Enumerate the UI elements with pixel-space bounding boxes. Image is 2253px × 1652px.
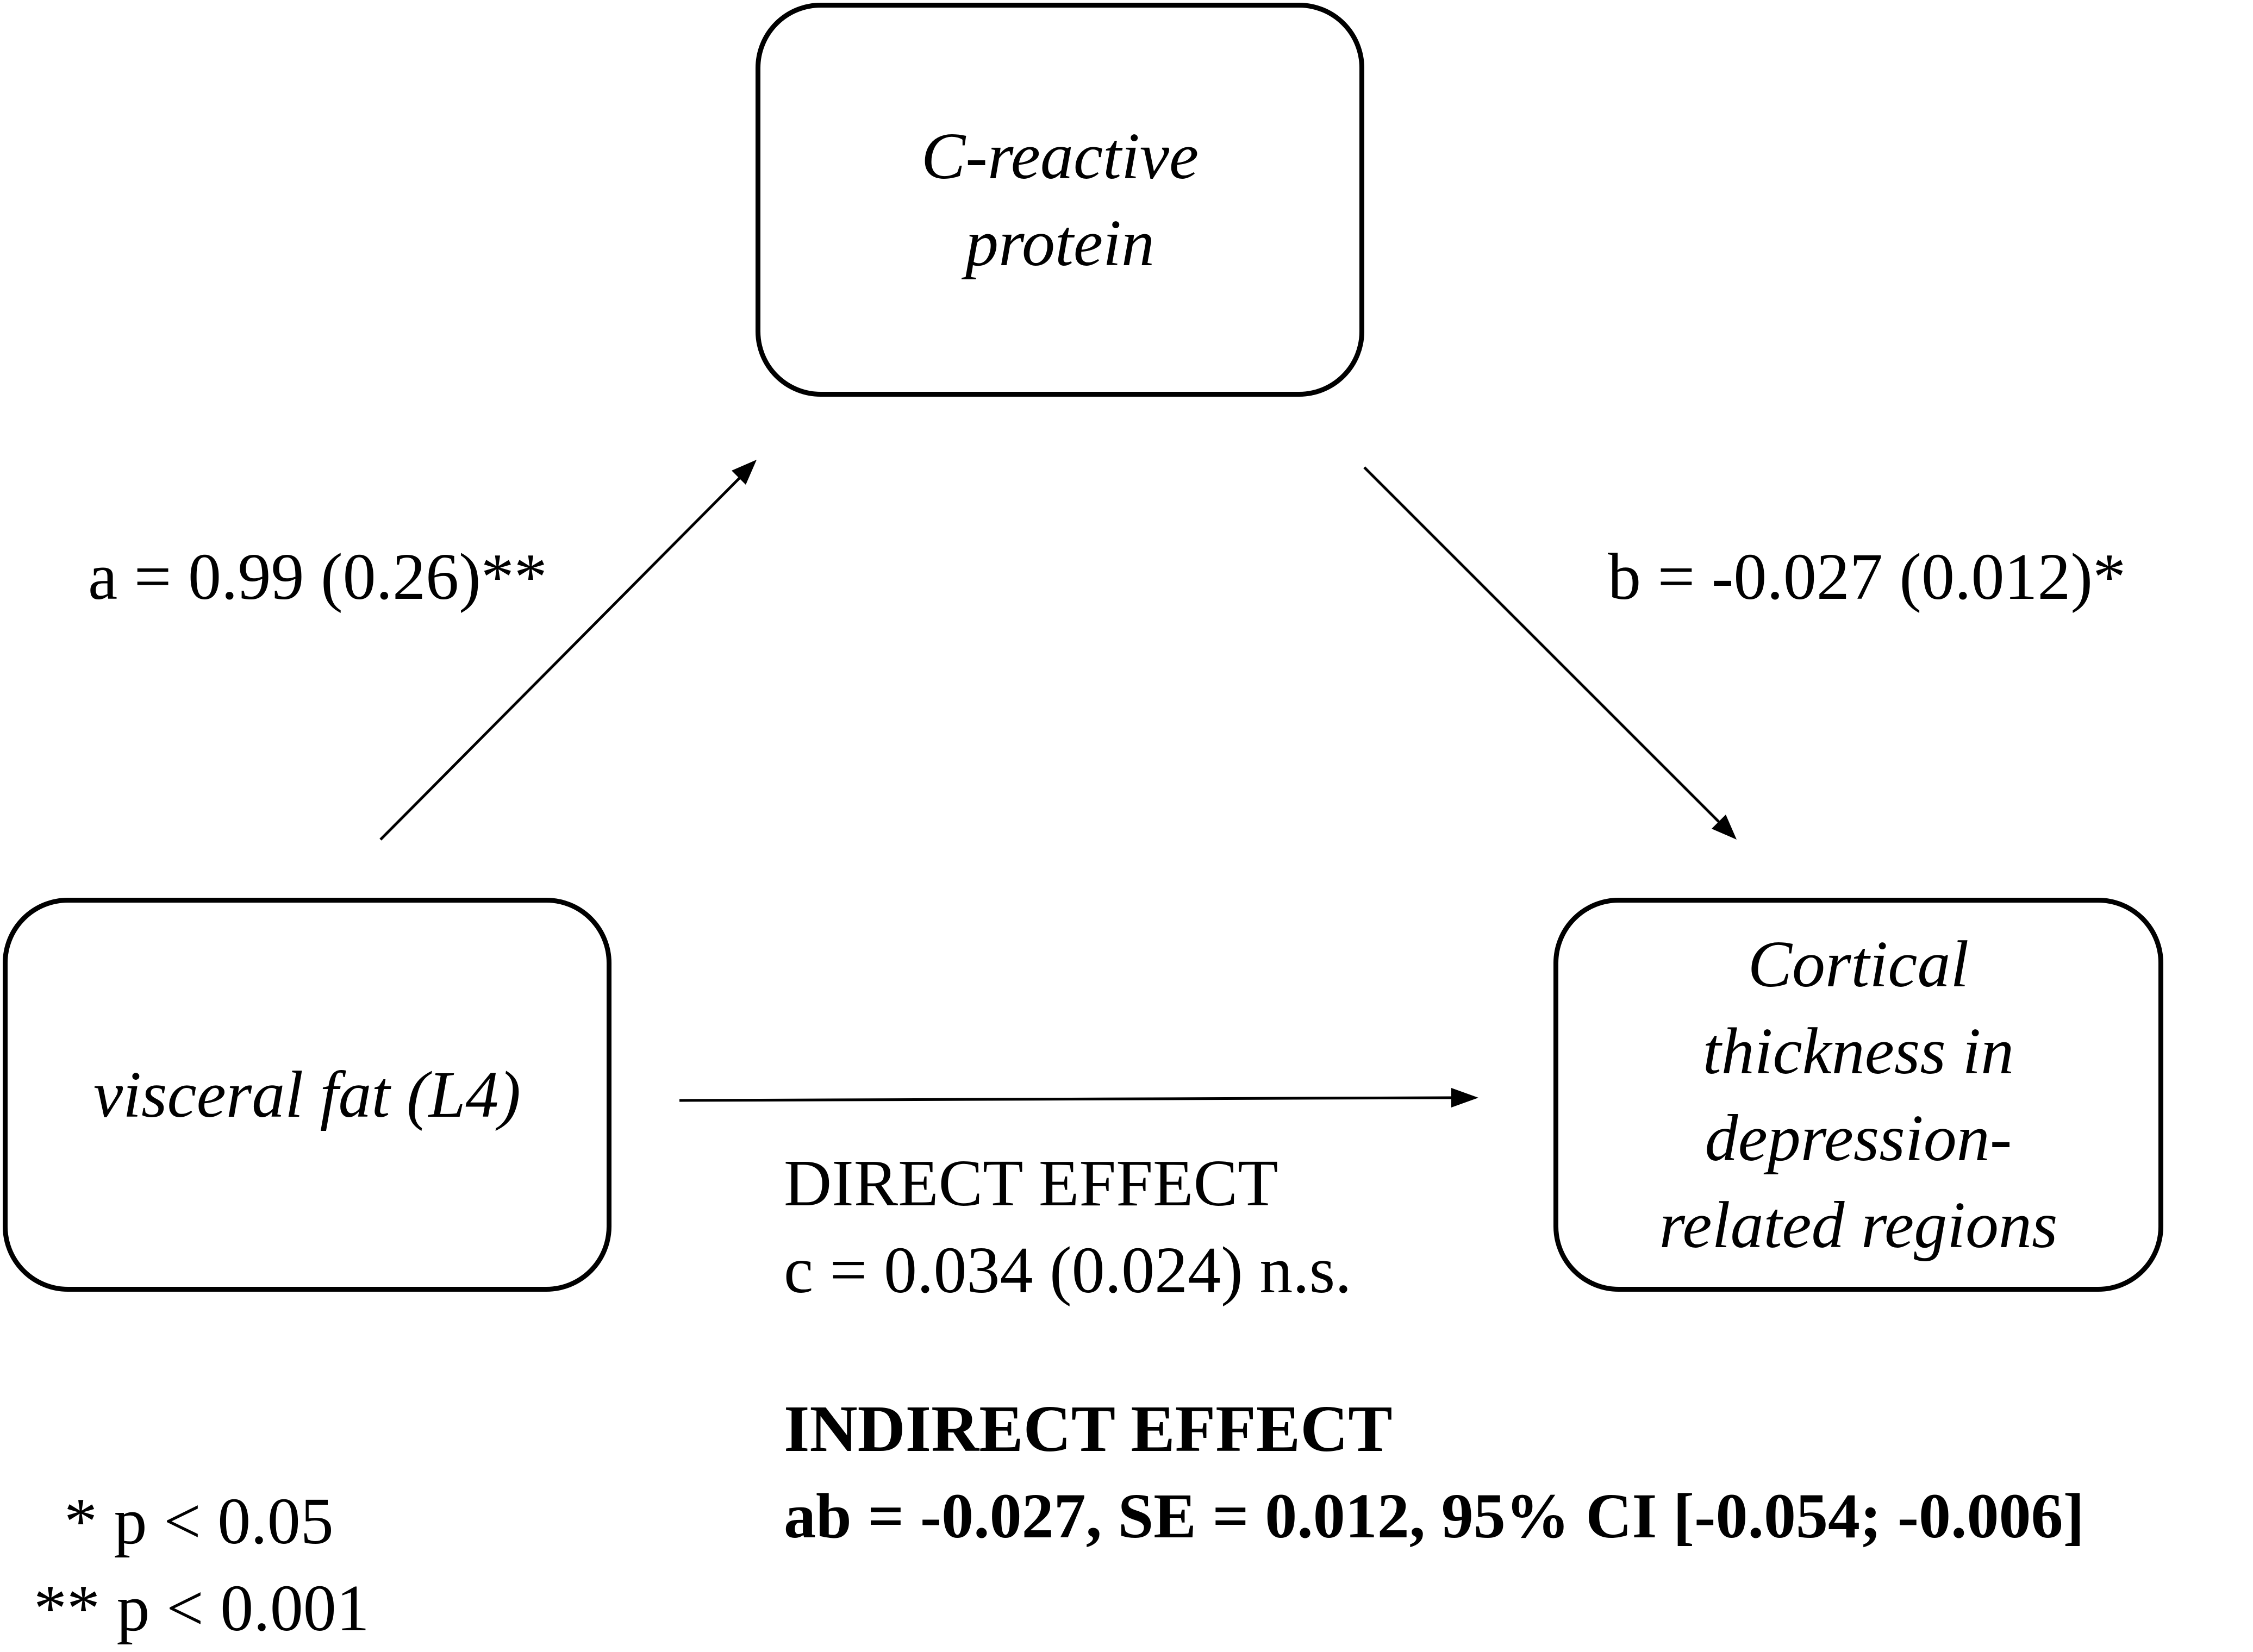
outcome-box: Cortical thickness in depression- relate…	[1553, 898, 2163, 1292]
outcome-label-line4: related regions	[1659, 1188, 2058, 1262]
indirect-effect-title: INDIRECT EFFECT	[784, 1392, 1393, 1466]
direct-effect-title: DIRECT EFFECT	[784, 1147, 1278, 1220]
path-a-label: a = 0.99 (0.26)**	[88, 540, 547, 614]
direct-effect-value: c = 0.034 (0.024) n.s.	[784, 1234, 1352, 1307]
path-b-arrow	[1363, 466, 1730, 833]
path-a-arrow	[379, 464, 754, 841]
path-a-arrowhead	[732, 460, 757, 485]
mediator-label-line1: C-reactive	[921, 119, 1199, 193]
outcome-label-line2: thickness in	[1702, 1014, 2014, 1088]
path-c-arrow	[679, 1096, 1457, 1102]
outcome-label-line1: Cortical	[1748, 927, 1969, 1001]
legend-one-star: * p < 0.05	[64, 1485, 334, 1558]
legend-two-star: ** p < 0.001	[34, 1572, 370, 1645]
predictor-box: visceral fat (L4)	[3, 898, 611, 1292]
path-c-arrowhead	[1451, 1088, 1478, 1107]
path-b-arrowhead	[1712, 815, 1737, 840]
predictor-label: visceral fat (L4)	[93, 1057, 521, 1131]
mediator-label-line2: protein	[965, 206, 1154, 280]
outcome-label-line3: depression-	[1705, 1101, 2012, 1175]
indirect-effect-value: ab = -0.027, SE = 0.012, 95% CI [-0.054;…	[784, 1480, 2085, 1551]
path-b-label: b = -0.027 (0.012)*	[1608, 540, 2126, 614]
mediator-box: C-reactive protein	[756, 3, 1364, 397]
